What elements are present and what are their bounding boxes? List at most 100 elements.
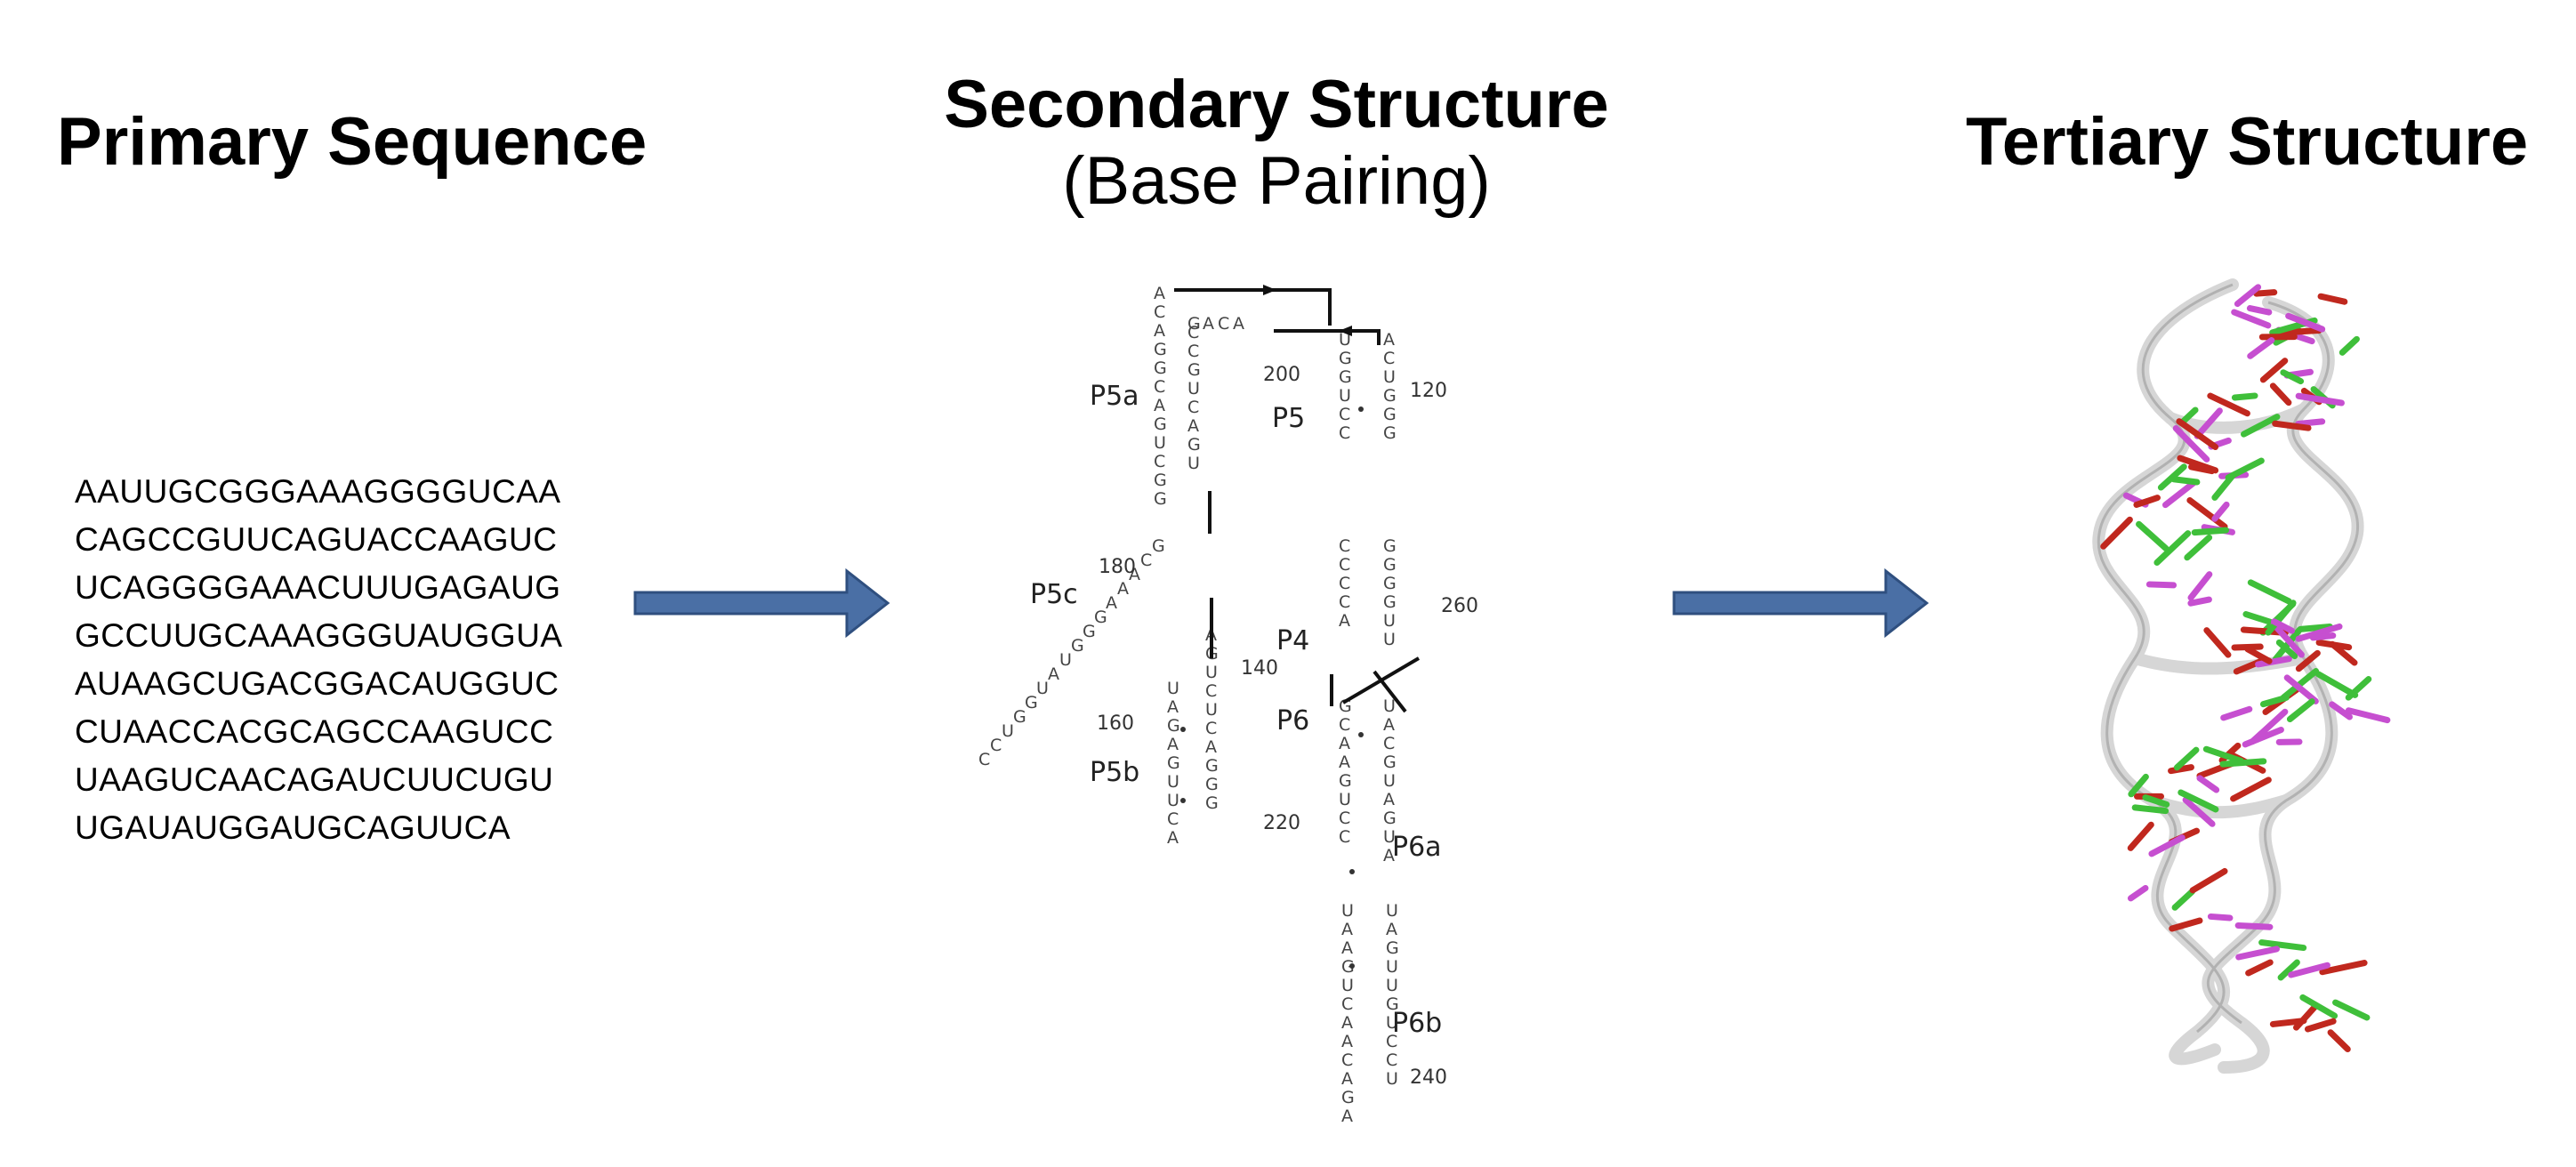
nucleobase xyxy=(2168,764,2194,775)
nucleobase xyxy=(2241,414,2281,438)
nucleotide: U xyxy=(1187,454,1200,473)
nucleotide: G xyxy=(1341,1088,1355,1107)
nucleotide: A xyxy=(1154,396,1165,415)
helix-label: P6 xyxy=(1276,705,1309,736)
nucleobase xyxy=(2247,579,2292,605)
nucleotide: G xyxy=(1383,386,1397,406)
nucleotide: A xyxy=(1341,1107,1353,1126)
nucleotide: C xyxy=(1140,551,1152,570)
primary-sequence-title: Primary Sequence xyxy=(57,104,648,180)
nucleobase xyxy=(2131,804,2169,815)
nucleotide: U xyxy=(1167,679,1179,698)
nucleobase xyxy=(2280,369,2305,385)
tertiary-structure-title: Tertiary Structure xyxy=(1966,104,2529,180)
nucleobase xyxy=(2288,962,2330,978)
nucleotide: G xyxy=(1341,957,1355,977)
nucleobase xyxy=(2178,789,2219,813)
nucleotide: A xyxy=(1383,330,1395,350)
nucleobase xyxy=(2272,420,2312,431)
nucleotide: C xyxy=(1167,809,1179,829)
nucleotide: G xyxy=(1205,793,1219,813)
nucleotide: U xyxy=(1383,611,1396,631)
nucleotide: C xyxy=(1339,592,1350,612)
nucleotide: C xyxy=(1339,405,1350,424)
nucleotide: C xyxy=(1341,994,1353,1014)
nucleotide: A xyxy=(1106,593,1117,613)
nucleobase xyxy=(2317,293,2348,305)
nucleobase xyxy=(2194,407,2223,439)
sequence-line: UAAGUCAACAGAUCUUCUGU xyxy=(75,761,554,798)
nucleobase xyxy=(2345,707,2391,724)
nucleotide: C xyxy=(1339,715,1350,735)
nucleobase xyxy=(2169,917,2203,932)
helix-label: P5b xyxy=(1090,757,1139,788)
nucleobase xyxy=(2345,676,2372,701)
nucleobase xyxy=(2145,581,2178,589)
nucleobase xyxy=(2191,527,2230,536)
nucleobase xyxy=(2133,495,2161,508)
position-label: 160 xyxy=(1097,712,1134,735)
nucleobase xyxy=(2319,960,2368,976)
nucleobase xyxy=(2283,674,2319,704)
position-label: 260 xyxy=(1441,595,1478,617)
nucleotide: U xyxy=(1339,330,1351,350)
nucleotide: A xyxy=(1386,920,1397,939)
nucleotide: G xyxy=(1339,771,1352,791)
nucleotide: C xyxy=(1205,719,1217,738)
nucleotide: U xyxy=(1167,791,1179,810)
nucleotide: A xyxy=(1129,565,1140,584)
nucleotide: U xyxy=(1339,386,1351,406)
position-label: 180 xyxy=(1099,556,1136,578)
nucleotide: A xyxy=(1154,284,1165,303)
nucleotide: A xyxy=(1048,664,1059,684)
nucleobase xyxy=(2203,627,2232,658)
nucleotide: A xyxy=(1187,416,1199,436)
nucleobase xyxy=(2277,959,2300,981)
nucleobase xyxy=(2339,335,2360,356)
helix-label: P5c xyxy=(1030,579,1078,610)
nucleobase xyxy=(2100,516,2133,550)
base-pair-dot xyxy=(1358,406,1364,412)
nucleobase xyxy=(2178,406,2199,426)
nucleobase xyxy=(2295,392,2345,406)
nucleobase xyxy=(2247,337,2275,359)
nucleobase xyxy=(2188,463,2216,475)
nucleotide: A xyxy=(1167,828,1179,848)
nucleotide: C xyxy=(1341,1050,1353,1070)
nucleobase xyxy=(2211,501,2230,522)
nucleobase xyxy=(2242,611,2274,625)
nucleotide: A xyxy=(1341,1013,1353,1033)
nucleotide: C xyxy=(978,750,990,769)
nucleotide: U xyxy=(1187,379,1200,398)
nucleobase xyxy=(2295,418,2326,428)
nucleobase xyxy=(2225,457,2265,481)
nucleotide: G xyxy=(1154,340,1167,359)
nucleotide: G xyxy=(1083,622,1096,641)
helix-label: P6b xyxy=(1392,1008,1442,1039)
nucleotide: C xyxy=(1187,398,1199,417)
nucleotide: U xyxy=(1154,433,1166,453)
nucleotide: G xyxy=(1154,414,1167,434)
nucleotide: U xyxy=(1383,630,1396,649)
sequence-line: UCAGGGGAAACUUUGAGAUG xyxy=(75,569,561,606)
base-pair-dot xyxy=(1180,798,1186,803)
nucleobase xyxy=(2219,758,2267,768)
nucleobase xyxy=(2172,425,2210,463)
nucleotide: G xyxy=(1071,636,1084,656)
nucleobase xyxy=(2259,694,2290,708)
helix-label: P5a xyxy=(1090,381,1139,412)
nucleotide: G xyxy=(1187,435,1201,455)
nucleotide: U xyxy=(1386,901,1398,921)
nucleobase xyxy=(2153,530,2192,566)
nucleobase xyxy=(2171,888,2195,911)
nucleotide: G xyxy=(1386,994,1399,1014)
nucleotide: U xyxy=(1383,696,1396,716)
nucleobase xyxy=(2295,649,2321,672)
sequence-line: GCCUUGCAAAGGGUAUGGUA xyxy=(75,617,563,654)
nucleotide: G xyxy=(1383,753,1397,772)
nucleotide: U xyxy=(1205,663,1218,682)
nucleotide: G xyxy=(1154,358,1167,378)
nucleotide: C xyxy=(1383,349,1395,368)
nucleobase xyxy=(2304,1018,2337,1033)
